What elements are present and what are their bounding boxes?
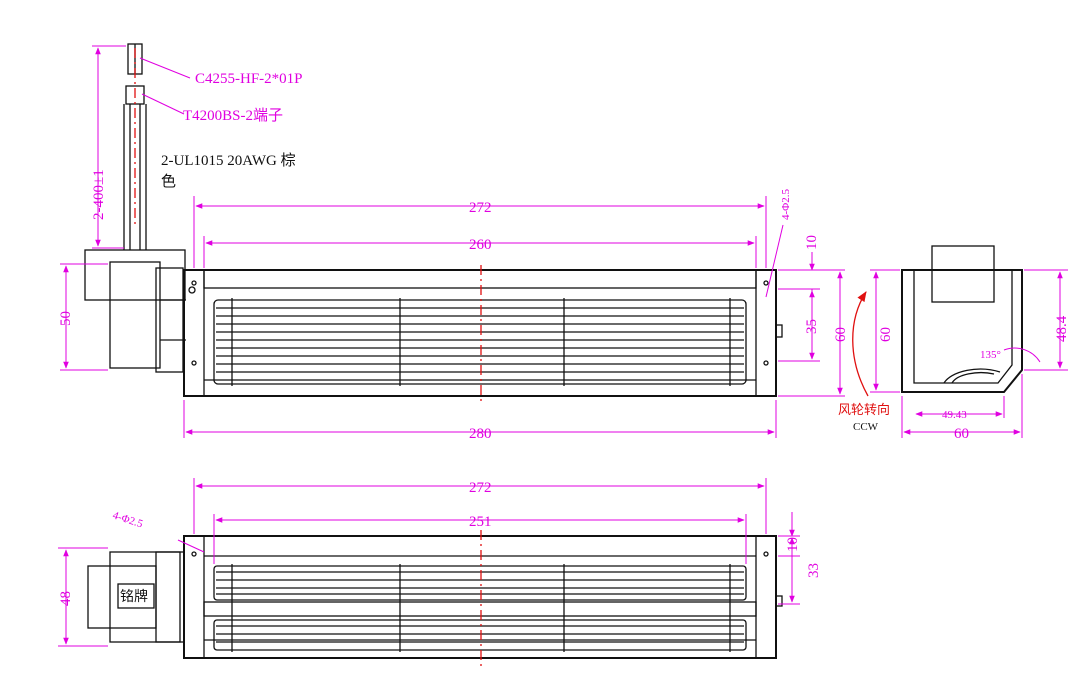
front-dimensions <box>60 196 845 438</box>
front-view <box>84 249 783 402</box>
nameplate-label: 铭牌 <box>120 588 148 605</box>
wire-spec-label: 2-UL1015 20AWG 棕 <box>161 152 296 169</box>
dim-10-front: 10 <box>804 235 820 250</box>
ccw-label: CCW <box>853 421 879 433</box>
connector-label: C4255-HF-2*01P <box>195 71 303 87</box>
dim-135-angle: 135° <box>980 349 1001 361</box>
wire-length-dimension <box>92 45 126 249</box>
dim-272-bottom: 272 <box>469 480 492 496</box>
wire-assembly <box>123 43 191 250</box>
dim-60-side: 60 <box>878 327 894 342</box>
hole-bottom-label: 4-Φ2.5 <box>111 509 145 530</box>
side-dimensions <box>870 269 1068 438</box>
dim-10-bottom: 10 <box>785 537 801 552</box>
wire-spec-label-2: 色 <box>161 173 176 190</box>
dim-48-4: 48.4 <box>1054 315 1070 342</box>
dim-60-front: 60 <box>833 327 849 342</box>
rotation-arrow-icon <box>852 291 869 397</box>
side-view <box>901 245 1023 393</box>
terminal-label: T4200BS-2端子 <box>183 107 283 124</box>
hole-front-label: 4-Φ2.5 <box>780 189 792 220</box>
rotation-label: 风轮转向 <box>838 402 890 417</box>
dim-272-front: 272 <box>469 200 492 216</box>
dim-33: 33 <box>806 563 822 578</box>
wire-length-text: 2-400±1 <box>91 169 107 220</box>
dim-60-side-width: 60 <box>954 426 969 442</box>
dim-251: 251 <box>469 514 492 530</box>
dim-48: 48 <box>58 591 74 606</box>
bottom-view <box>87 530 783 668</box>
dim-280: 280 <box>469 426 492 442</box>
dim-50: 50 <box>58 311 74 326</box>
dim-35: 35 <box>804 319 820 334</box>
bottom-dimensions <box>58 478 800 647</box>
dim-49-43: 49.43 <box>942 409 967 421</box>
dim-260: 260 <box>469 237 492 253</box>
